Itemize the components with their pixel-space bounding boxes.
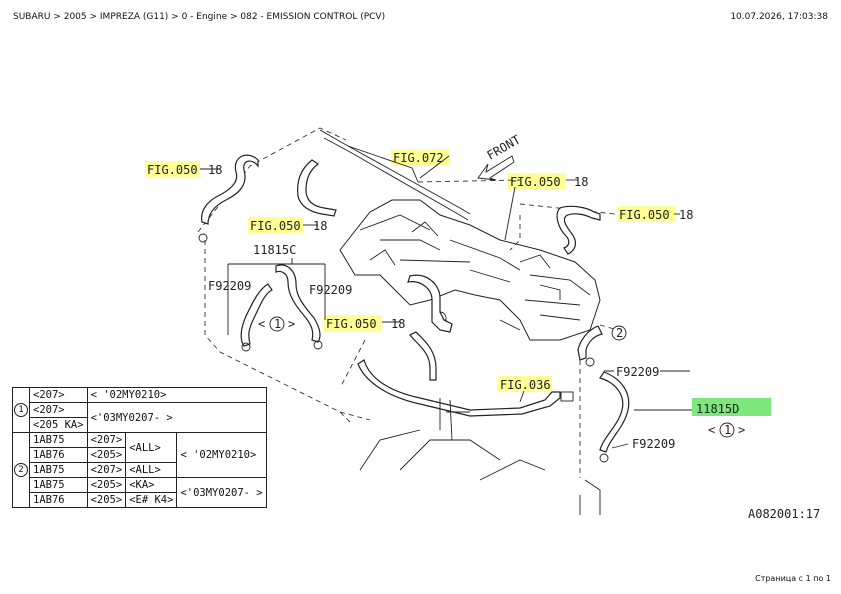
legend-range: < '02MY0210> (86, 387, 267, 403)
legend-row: 1AB75 <205> <KA> <'03MY0207- > (13, 477, 267, 508)
fig-link-2[interactable]: FIG.072 (393, 151, 444, 165)
legend-row: 2 1AB75 <207> <ALL> < '02MY0210> (12, 432, 267, 508)
legend-part: 1AB75 (29, 477, 88, 493)
fig-link-highlight (391, 149, 449, 165)
selected-part-highlight (692, 398, 771, 416)
page-info: Страница с 1 по 1 (755, 574, 831, 583)
fig-link-highlight (617, 206, 675, 222)
legend-code: <205> (86, 447, 127, 463)
part-label-18: 18 (313, 219, 327, 233)
diagram-code: A082001:17 (748, 507, 820, 521)
legend-code: <205> (86, 492, 127, 508)
circle-ref-1: < 1 > (258, 316, 295, 332)
part-label-18: 18 (574, 175, 588, 189)
svg-text:2: 2 (616, 326, 623, 340)
circle-ref-2: 2 (611, 325, 627, 341)
part-label-18: 18 (391, 317, 405, 331)
part-label-18: 18 (208, 163, 222, 177)
fig-link-4[interactable]: FIG.050 (250, 219, 301, 233)
legend-ref-2: 2 (12, 432, 30, 508)
legend-code: <207> (29, 402, 88, 418)
fig-link-highlight (498, 376, 552, 392)
fig-link-highlight (508, 173, 566, 189)
front-arrow: FRONT (477, 132, 523, 181)
part-label-f92209[interactable]: F92209 (616, 365, 659, 379)
svg-text:<: < (708, 423, 715, 437)
legend-part: 1AB76 (29, 492, 88, 508)
legend-code: <207> (86, 432, 127, 448)
fig-link-7[interactable]: FIG.036 (500, 378, 551, 392)
svg-text:1: 1 (274, 317, 281, 331)
part-label-11815d[interactable]: 11815D (696, 402, 739, 416)
legend-market: <ALL> (125, 432, 178, 463)
legend-row: 1 <207> < '02MY0210> (12, 387, 267, 433)
fig-link-1[interactable]: FIG.050 (147, 163, 198, 177)
fig-link-5[interactable]: FIG.050 (619, 208, 670, 222)
part-label-f92209[interactable]: F92209 (208, 279, 251, 293)
front-label: FRONT (485, 132, 523, 162)
applicability-legend: 1 <207> < '02MY0210> <207> <'03MY0207- >… (12, 387, 267, 508)
legend-market: <E# K4> (125, 492, 178, 508)
legend-part: 1AB76 (29, 447, 88, 463)
fig-link-highlight (248, 217, 303, 233)
part-label-f92209[interactable]: F92209 (632, 437, 675, 451)
legend-row: 1AB76 <205> (13, 447, 267, 463)
legend-row: <207> <'03MY0207- > (13, 402, 267, 433)
part-label-f92209[interactable]: F92209 (309, 283, 352, 297)
legend-range: <'03MY0207- > (86, 402, 267, 433)
legend-market: <KA> (125, 477, 178, 493)
legend-market: <ALL> (125, 462, 178, 478)
fig-link-6[interactable]: FIG.050 (326, 317, 377, 331)
print-timestamp: 10.07.2026, 17:03:38 (730, 12, 828, 22)
svg-text:>: > (738, 423, 745, 437)
svg-text:>: > (288, 317, 295, 331)
legend-row: <205 KA> (13, 417, 267, 433)
svg-text:<: < (258, 317, 265, 331)
legend-code: <207> (29, 387, 88, 403)
legend-range: < '02MY0210> (176, 432, 267, 478)
fig-link-highlight (145, 161, 200, 177)
part-label-18: 18 (679, 208, 693, 222)
legend-code: <205 KA> (29, 417, 88, 433)
legend-part: 1AB75 (29, 462, 88, 478)
legend-code: <205> (86, 477, 127, 493)
circle-ref-1: < 1 > (708, 422, 745, 438)
legend-code: <207> (86, 462, 127, 478)
legend-ref-1: 1 (12, 387, 30, 433)
breadcrumb: SUBARU > 2005 > IMPREZA (G11) > 0 - Engi… (13, 12, 386, 22)
legend-row: 1AB76 <205> <E# K4> (13, 492, 267, 508)
svg-text:1: 1 (724, 423, 731, 437)
fig-link-highlight (324, 315, 381, 331)
legend-row: 1AB75 <207> <ALL> (13, 462, 267, 478)
fig-link-3[interactable]: FIG.050 (510, 175, 561, 189)
legend-range: <'03MY0207- > (176, 477, 267, 508)
part-label-11815c[interactable]: 11815C (253, 243, 296, 257)
legend-part: 1AB75 (29, 432, 88, 448)
